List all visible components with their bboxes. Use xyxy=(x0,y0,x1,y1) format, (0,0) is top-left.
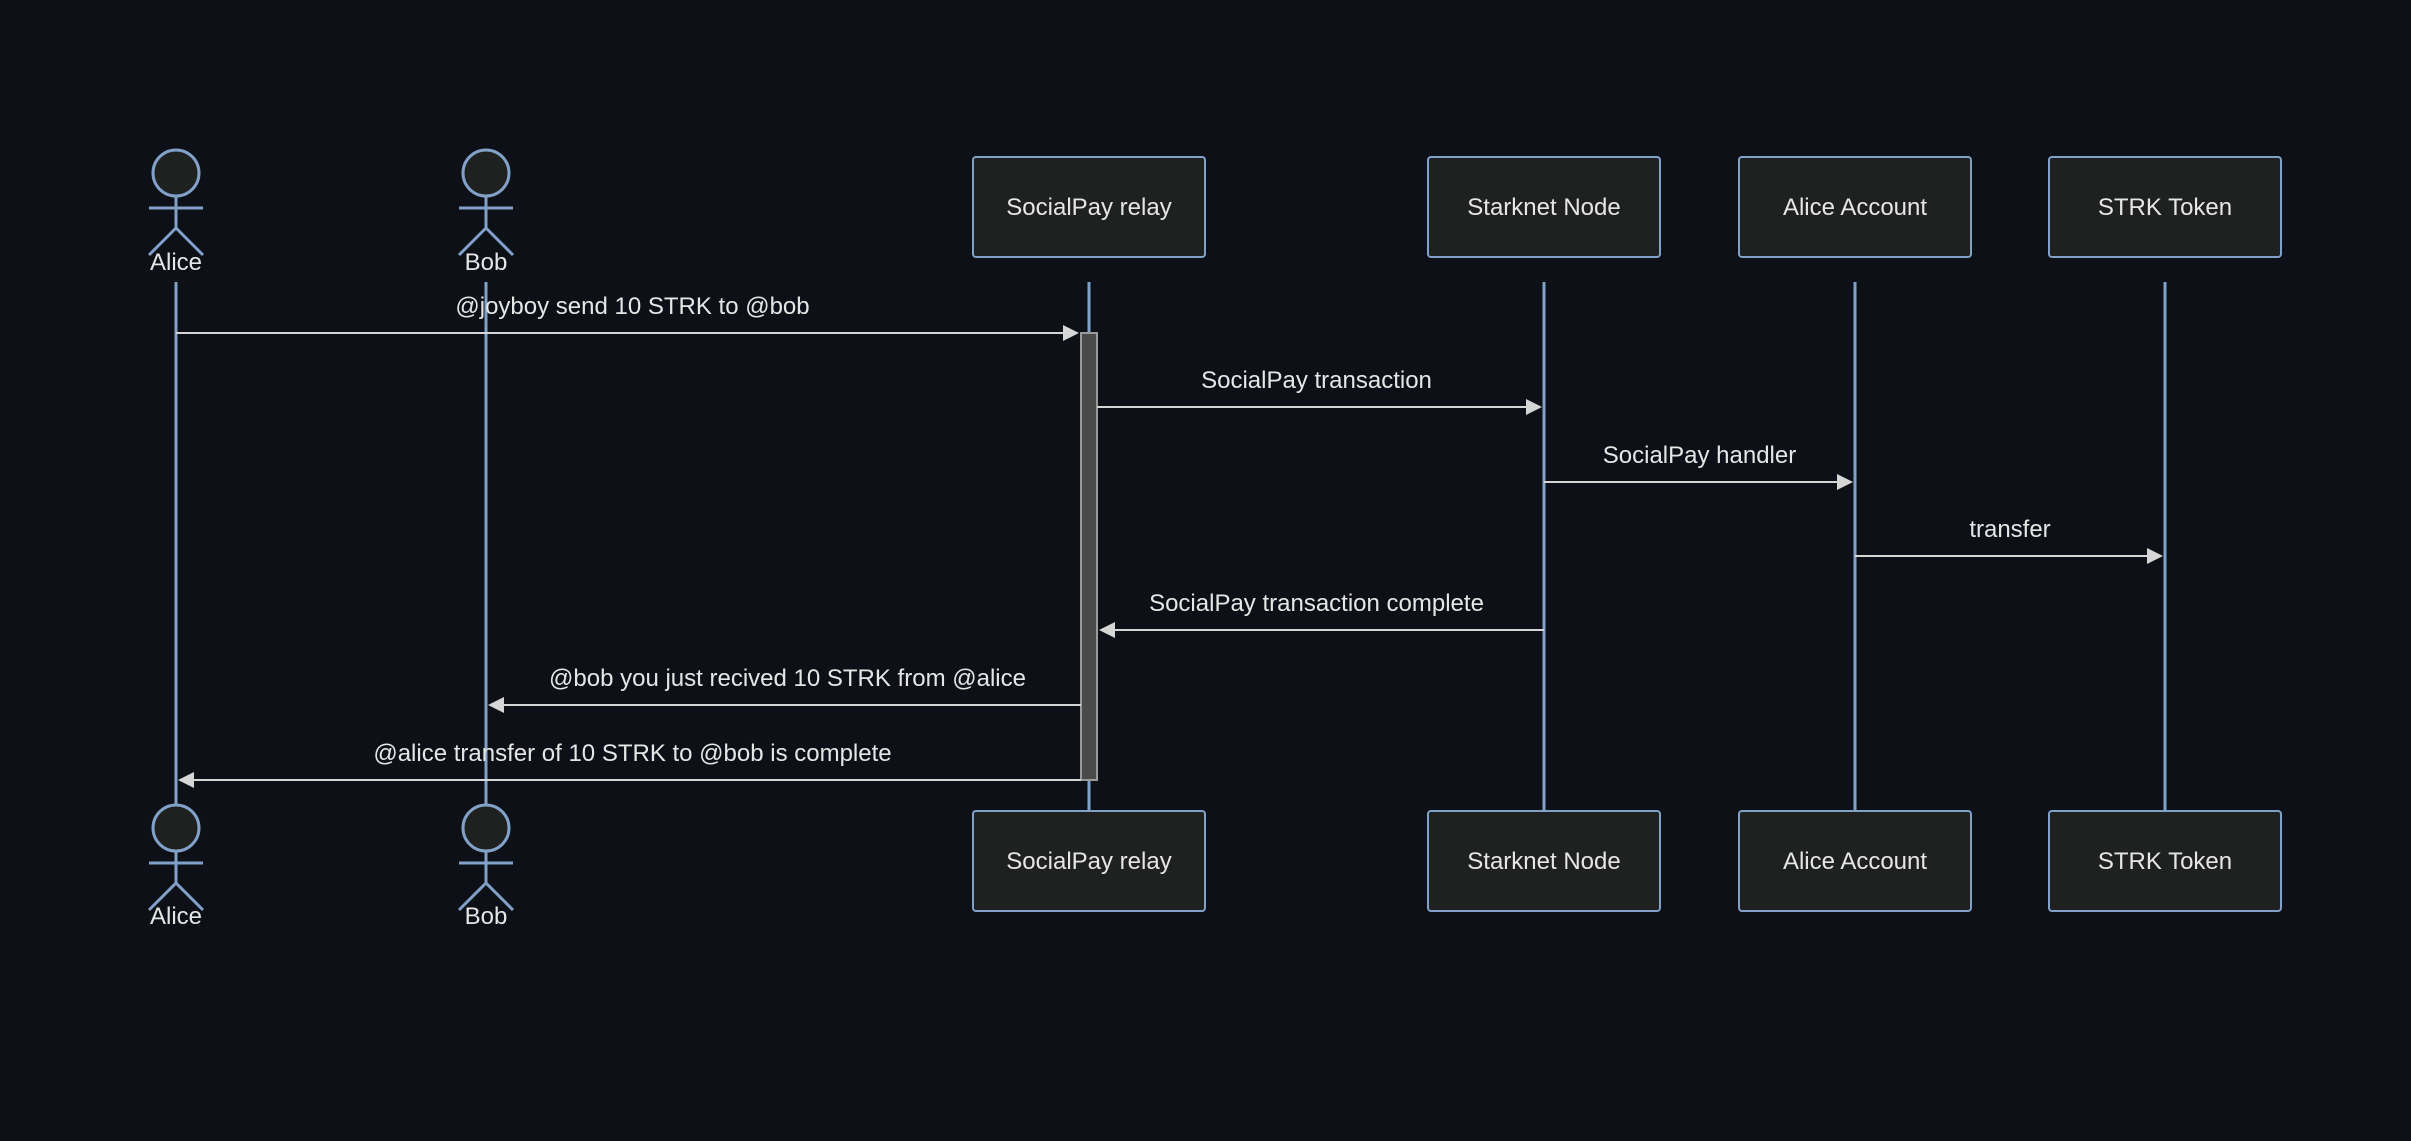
arrowhead-icon xyxy=(1063,325,1079,341)
actor-alice-bottom: Alice xyxy=(147,803,205,930)
message-3: SocialPay handler xyxy=(1544,442,1853,490)
participant-box xyxy=(2048,810,2282,912)
arrowhead-icon xyxy=(1837,474,1853,490)
participant-box xyxy=(2048,156,2282,258)
actor-stick-figure-icon xyxy=(147,803,205,912)
participant-box xyxy=(1427,156,1661,258)
actor-stick-figure-icon xyxy=(147,148,205,257)
message-4: transfer xyxy=(1855,516,2163,564)
actor-label: Bob xyxy=(465,903,508,930)
message-2: SocialPay transaction xyxy=(1097,367,1542,415)
message-label: @joyboy send 10 STRK to @bob xyxy=(455,293,809,320)
participant-box xyxy=(1738,156,1972,258)
participant-label: SocialPay relay xyxy=(1006,194,1171,221)
actor-label: Bob xyxy=(465,249,508,276)
participant-label: Starknet Node xyxy=(1467,848,1620,875)
participant-box xyxy=(1738,810,1972,912)
participant-box xyxy=(972,810,1206,912)
participant-account-top: Alice Account xyxy=(1738,156,1972,258)
arrowhead-icon xyxy=(178,772,194,788)
message-label: SocialPay transaction complete xyxy=(1149,590,1484,617)
message-7: @alice transfer of 10 STRK to @bob is co… xyxy=(178,740,1081,788)
participant-relay-bottom: SocialPay relay xyxy=(972,810,1206,912)
participant-label: Alice Account xyxy=(1783,848,1927,875)
message-5: SocialPay transaction complete xyxy=(1099,590,1544,638)
participant-box xyxy=(972,156,1206,258)
message-label: SocialPay handler xyxy=(1603,442,1796,469)
arrowhead-icon xyxy=(1099,622,1115,638)
actor-bob-bottom: Bob xyxy=(457,803,515,930)
arrowhead-icon xyxy=(1526,399,1542,415)
lifelines xyxy=(174,282,2167,811)
actor-stick-figure-icon xyxy=(457,803,515,912)
participant-token-top: STRK Token xyxy=(2048,156,2282,258)
participant-label: SocialPay relay xyxy=(1006,848,1171,875)
activation-bar-relay xyxy=(1080,332,1098,781)
activations xyxy=(1080,332,1098,781)
arrowhead-icon xyxy=(2147,548,2163,564)
actor-stick-figure-icon xyxy=(457,148,515,257)
message-label: @alice transfer of 10 STRK to @bob is co… xyxy=(373,740,891,767)
participant-label: STRK Token xyxy=(2098,194,2232,221)
message-1: @joyboy send 10 STRK to @bob xyxy=(176,293,1079,341)
participant-label: Starknet Node xyxy=(1467,194,1620,221)
message-label: transfer xyxy=(1969,516,2050,543)
participant-node-top: Starknet Node xyxy=(1427,156,1661,258)
participant-relay-top: SocialPay relay xyxy=(972,156,1206,258)
actor-label: Alice xyxy=(150,903,202,930)
message-label: @bob you just recived 10 STRK from @alic… xyxy=(549,665,1026,692)
participant-node-bottom: Starknet Node xyxy=(1427,810,1661,912)
arrowhead-icon xyxy=(488,697,504,713)
participant-box xyxy=(1427,810,1661,912)
actor-alice-top: Alice xyxy=(147,148,205,276)
participant-token-bottom: STRK Token xyxy=(2048,810,2282,912)
participant-account-bottom: Alice Account xyxy=(1738,810,1972,912)
actor-label: Alice xyxy=(150,249,202,276)
message-6: @bob you just recived 10 STRK from @alic… xyxy=(488,665,1081,713)
participant-label: STRK Token xyxy=(2098,848,2232,875)
participant-label: Alice Account xyxy=(1783,194,1927,221)
actor-bob-top: Bob xyxy=(457,148,515,276)
message-label: SocialPay transaction xyxy=(1201,367,1432,394)
